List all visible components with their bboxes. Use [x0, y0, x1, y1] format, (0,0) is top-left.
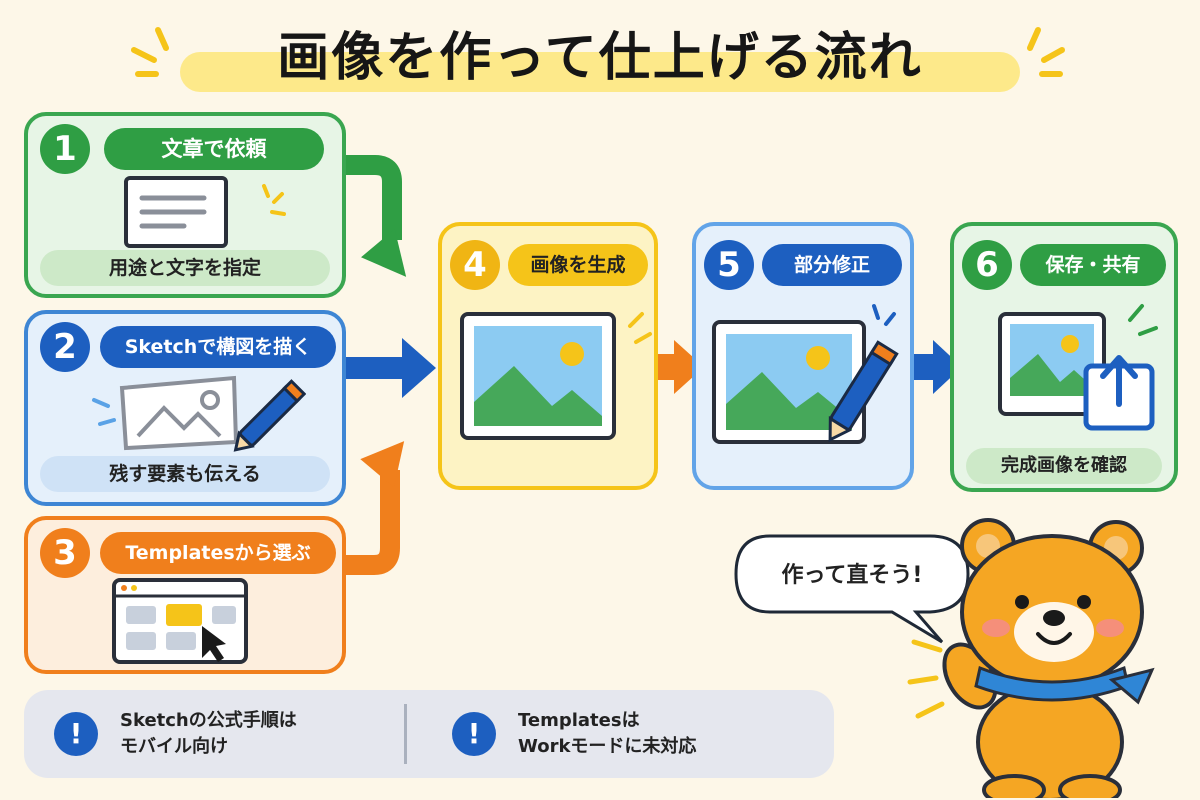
- arrow-step3-to-step4: [346, 470, 400, 575]
- sparkle-icon: [262, 184, 286, 216]
- step-2-label: Sketchで構図を描く: [100, 326, 336, 368]
- page-title: 画像を作って仕上げる流れ: [277, 28, 923, 88]
- arrow-head-green: [361, 229, 407, 277]
- image-edit-icon: [712, 304, 899, 444]
- arrow-head-orange: [360, 441, 405, 488]
- arrow-head-4-5: [674, 340, 704, 394]
- template-window-icon: [112, 578, 248, 664]
- step-4-label: 画像を生成: [508, 244, 648, 286]
- note-2-text: Templatesは Workモードに未対応: [518, 710, 697, 757]
- bear-mascot: [907, 518, 1155, 798]
- title-sparkle-left: [131, 27, 169, 77]
- step-1-sub: 用途と文字を指定: [40, 250, 330, 286]
- step-3-number: 3: [40, 528, 90, 578]
- note-1-text: Sketchの公式手順は モバイル向け: [120, 710, 297, 757]
- step-6-number: 6: [962, 240, 1012, 290]
- step-6-label: 保存・共有: [1020, 244, 1166, 286]
- exclamation-icon: !: [452, 712, 496, 756]
- document-icon: [124, 176, 228, 248]
- arrow-head-blue: [402, 338, 436, 398]
- exclamation-icon: !: [54, 712, 98, 756]
- step-2-sub: 残す要素も伝える: [40, 456, 330, 492]
- step-3-label: Templatesから選ぶ: [100, 532, 336, 574]
- step-6-sub: 完成画像を確認: [966, 448, 1162, 484]
- step-2-number: 2: [40, 322, 90, 372]
- step-1-number: 1: [40, 124, 90, 174]
- notes-divider: [404, 704, 407, 764]
- share-icon: [998, 304, 1158, 431]
- notes-panel: [24, 690, 834, 778]
- title-sparkle-right: [1027, 27, 1065, 77]
- sparkle-icon: [628, 312, 652, 344]
- step-5-number: 5: [704, 240, 754, 290]
- arrow-head-5-6: [933, 340, 962, 394]
- step-5-label: 部分修正: [762, 244, 902, 286]
- title-highlight: [180, 52, 1020, 92]
- arrow-step1-to-step4: [346, 155, 402, 240]
- sketch-pencil-icon: [92, 375, 306, 452]
- step-1-label: 文章で依頼: [104, 128, 324, 170]
- arrow-step5-to-step6: [913, 354, 935, 380]
- arrow-step4-to-step5: [654, 354, 676, 380]
- arrow-step2-to-step4: [346, 357, 404, 379]
- step-4-number: 4: [450, 240, 500, 290]
- image-icon: [460, 312, 616, 440]
- speech-text: 作って直そう!: [781, 563, 923, 588]
